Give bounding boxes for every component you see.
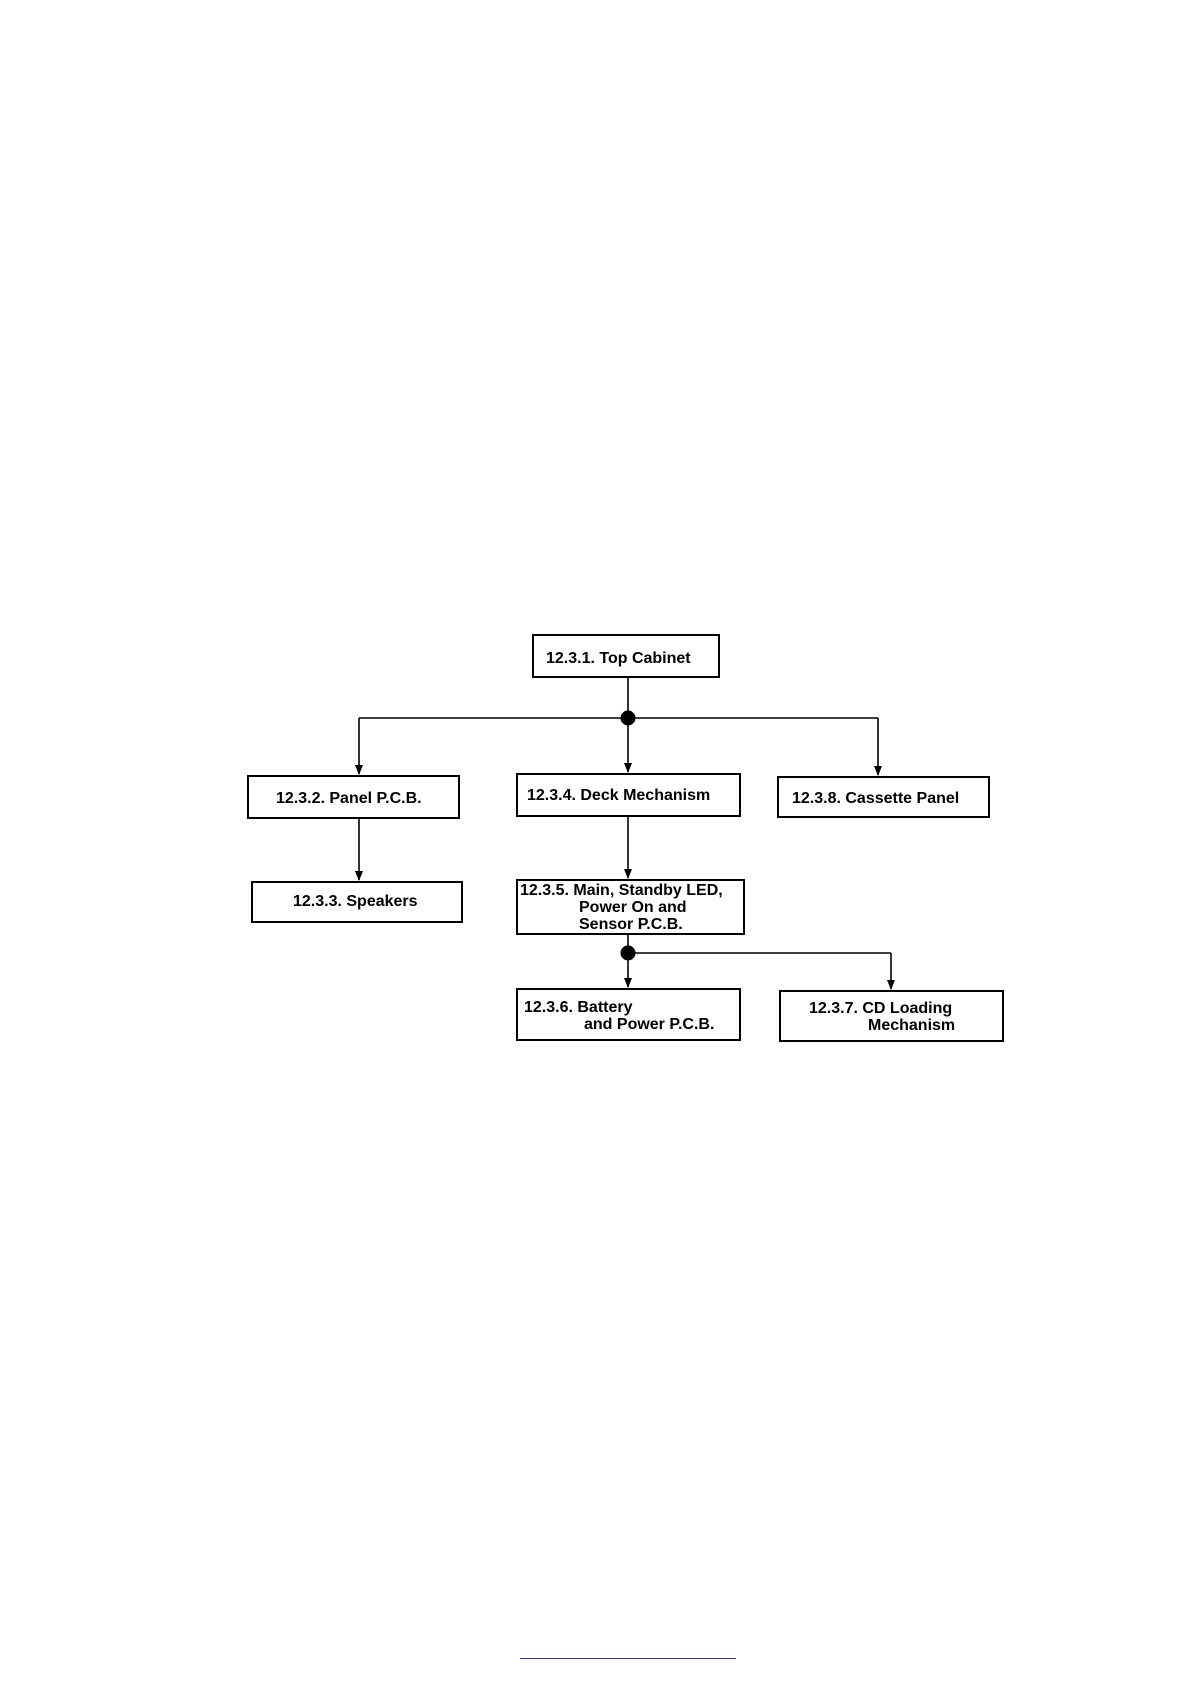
node-label-line: 12.3.8. Cassette Panel xyxy=(792,790,959,807)
node-cd-loading: 12.3.7. CD Loading Mechanism xyxy=(780,991,1003,1041)
node-label-line: and Power P.C.B. xyxy=(584,1016,714,1033)
node-label-line: Power On and xyxy=(579,899,687,916)
junction-dot-upper xyxy=(621,711,636,726)
junction-dot-lower xyxy=(621,946,636,961)
node-main-pcb: 12.3.5. Main, Standby LED, Power On and … xyxy=(517,880,744,934)
node-label-line: Mechanism xyxy=(868,1017,955,1034)
node-top-cabinet: 12.3.1. Top Cabinet xyxy=(533,635,719,677)
node-label-line: 12.3.6. Battery xyxy=(524,999,633,1016)
node-cassette-panel: 12.3.8. Cassette Panel xyxy=(778,777,989,817)
node-speakers: 12.3.3. Speakers xyxy=(252,882,462,922)
node-label-line: 12.3.7. CD Loading xyxy=(809,1000,952,1017)
node-label-line: Sensor P.C.B. xyxy=(579,916,683,933)
node-deck-mechanism: 12.3.4. Deck Mechanism xyxy=(517,774,740,816)
node-label-line: 12.3.4. Deck Mechanism xyxy=(527,787,710,804)
node-label-line: 12.3.3. Speakers xyxy=(293,893,418,910)
node-label-line: 12.3.2. Panel P.C.B. xyxy=(276,790,422,807)
footer-link-underline[interactable] xyxy=(520,1658,736,1659)
node-panel-pcb: 12.3.2. Panel P.C.B. xyxy=(248,776,459,818)
node-label-line: 12.3.5. Main, Standby LED, xyxy=(520,882,723,899)
node-battery-power-pcb: 12.3.6. Battery and Power P.C.B. xyxy=(517,989,740,1040)
node-label-line: 12.3.1. Top Cabinet xyxy=(546,650,691,667)
connectors xyxy=(359,677,891,989)
